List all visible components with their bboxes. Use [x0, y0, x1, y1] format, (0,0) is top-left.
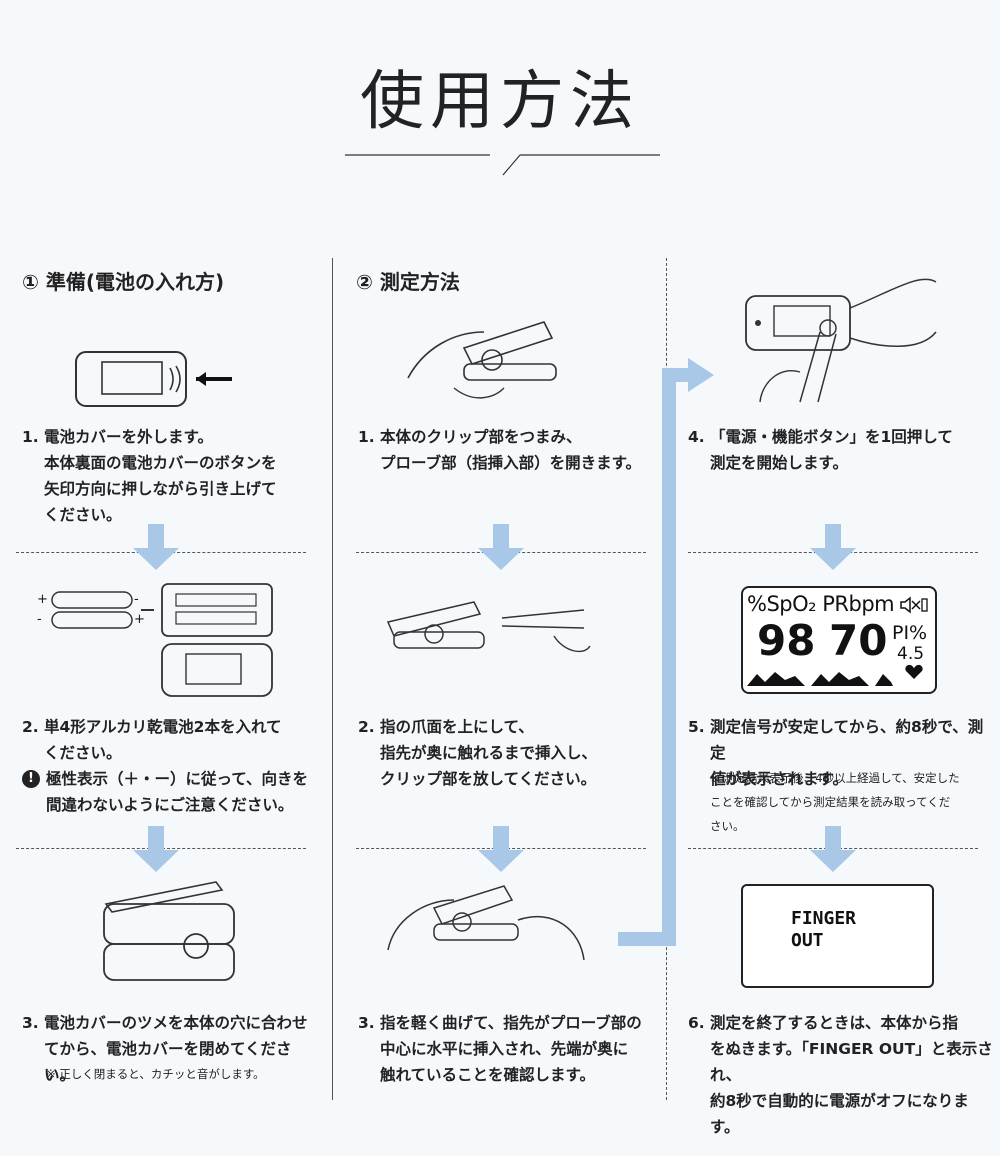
- battery-plus-label: +: [37, 592, 48, 607]
- page-title: 使用方法: [360, 65, 640, 139]
- step-text: 単4形アルカリ乾電池2本を入れて ください。: [44, 718, 282, 762]
- oximeter-display: %SpO₂ PRbpm 98 70 PI% 4.5: [741, 586, 937, 694]
- step-text: 電池カバーのツメを本体の穴に合わせ てから、電池カバーを閉めてください。: [44, 1014, 308, 1084]
- finger-position-illustration: [387, 885, 585, 961]
- step-number: 3.: [22, 1014, 39, 1032]
- measure-step-4: 4. 「電源・機能ボタン」を1回押して 測定を開始します。: [688, 424, 996, 476]
- step-number: 1.: [22, 428, 39, 446]
- column-divider-1: [332, 258, 333, 1100]
- measure-step-1: 1. 本体のクリップ部をつまみ、 プローブ部（指挿入部）を開きます。: [358, 424, 658, 476]
- polarity-warning: ! 極性表示（＋・ー）に従って、向きを 間違わないようにご注意ください。: [22, 766, 322, 818]
- display-header: %SpO₂ PRbpm: [747, 592, 928, 616]
- section-title-measurement: ② 測定方法: [356, 270, 460, 294]
- finger-out-display: FINGER OUT: [741, 884, 934, 988]
- measure-step-5-note: ※ 測定結果表示後、4秒以上経過して、安定した ことを確認してから測定結果を読み…: [710, 771, 960, 833]
- arrow-down-icon: [810, 826, 856, 872]
- title-underline-decoration: [345, 154, 660, 176]
- battery-minus-label: -: [37, 612, 42, 627]
- step-text: 測定信号が安定してから、約8秒で、測定 値が表示されます。: [710, 718, 984, 788]
- step-text: 指を軽く曲げて、指先がプローブ部の 中心に水平に挿入され、先端が奥に 触れている…: [380, 1014, 642, 1084]
- prep-step-3-note: ※ 正しく閉まると、カチッと音がします。: [46, 1067, 265, 1081]
- step-number: 6.: [688, 1014, 705, 1032]
- step-text: 本体のクリップ部をつまみ、 プローブ部（指挿入部）を開きます。: [380, 428, 642, 472]
- clip-close-illustration: [103, 881, 235, 981]
- arrow-down-icon: [478, 524, 524, 570]
- step-text: 指の爪面を上にして、 指先が奥に触れるまで挿入し、 クリップ部を放してください。: [380, 718, 598, 788]
- device-back-illustration: [75, 351, 232, 407]
- prep-step-2: 2. 単4形アルカリ乾電池2本を入れて ください。: [22, 714, 322, 766]
- arrow-down-icon: [478, 826, 524, 872]
- measure-step-6: 6. 測定を終了するときは、本体から指 をぬきます。「FINGER OUT」と表…: [688, 1010, 998, 1140]
- measure-step-5: 5. 測定信号が安定してから、約8秒で、測定 値が表示されます。: [688, 714, 996, 792]
- step-number: 1.: [358, 428, 375, 446]
- battery-plus-label: +: [134, 612, 145, 627]
- spo2-value: 98: [757, 616, 816, 665]
- step-number: 5.: [688, 718, 705, 736]
- open-clip-hand-illustration: [407, 321, 557, 399]
- step-number: 2.: [22, 718, 39, 736]
- arrow-down-icon: [133, 524, 179, 570]
- finger-insert-illustration: [386, 601, 591, 653]
- mute-icon: [900, 596, 928, 614]
- pi-label: PI%: [892, 622, 928, 644]
- heart-icon: [905, 664, 923, 679]
- pi-value: 4.5: [897, 644, 925, 664]
- prep-step-1: 1. 電池カバーを外します。 本体裏面の電池カバーのボタンを 矢印方向に押しなが…: [22, 424, 322, 528]
- prep-step-3: 3. 電池カバーのツメを本体の穴に合わせ てから、電池カバーを閉めてください。: [22, 1010, 322, 1088]
- pulse-waveform: [747, 672, 893, 686]
- display-header-text: %SpO₂ PRbpm: [747, 592, 895, 616]
- arrow-down-icon: [810, 524, 856, 570]
- exclamation-icon: !: [22, 770, 40, 788]
- step-text: 測定を終了するときは、本体から指 をぬきます。「FINGER OUT」と表示され…: [710, 1014, 993, 1136]
- connector-arrow: [618, 358, 714, 946]
- arrow-down-icon: [133, 826, 179, 872]
- press-button-illustration: [745, 278, 937, 403]
- step-number: 2.: [358, 718, 375, 736]
- section-title-preparation: ① 準備(電池の入れ方): [22, 270, 225, 294]
- measure-step-2: 2. 指の爪面を上にして、 指先が奥に触れるまで挿入し、 クリップ部を放してくだ…: [358, 714, 658, 792]
- measure-step-3: 3. 指を軽く曲げて、指先がプローブ部の 中心に水平に挿入され、先端が奥に 触れ…: [358, 1010, 658, 1088]
- step-text: 電池カバーを外します。 本体裏面の電池カバーのボタンを 矢印方向に押しながら引き…: [44, 428, 277, 524]
- step-number: 4.: [688, 428, 705, 446]
- finger-out-text: FINGER OUT: [791, 908, 857, 951]
- battery-minus-label: -: [134, 592, 139, 607]
- step-number: 3.: [358, 1014, 375, 1032]
- step-text: 「電源・機能ボタン」を1回押して 測定を開始します。: [710, 428, 953, 472]
- battery-insert-illustration: [51, 583, 273, 697]
- warning-text: 極性表示（＋・ー）に従って、向きを 間違わないようにご注意ください。: [46, 770, 308, 814]
- pulse-rate-value: 70: [829, 616, 888, 665]
